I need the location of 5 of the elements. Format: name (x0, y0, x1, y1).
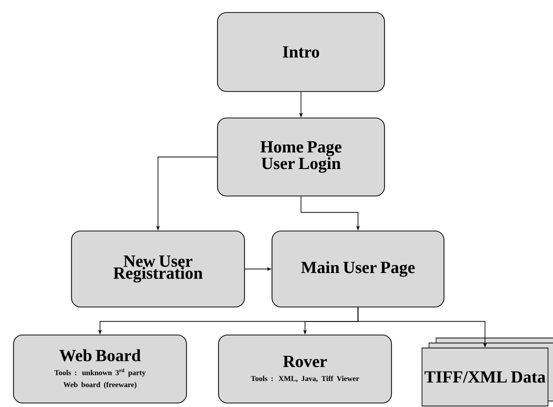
process-box: Main User Page (272, 230, 444, 308)
document-stack: TIFF/XML Data (422, 338, 553, 406)
process-box: New User Registration (71, 230, 245, 308)
process-box: Intro (217, 12, 385, 92)
process-box: Home Page User Login (217, 118, 385, 196)
